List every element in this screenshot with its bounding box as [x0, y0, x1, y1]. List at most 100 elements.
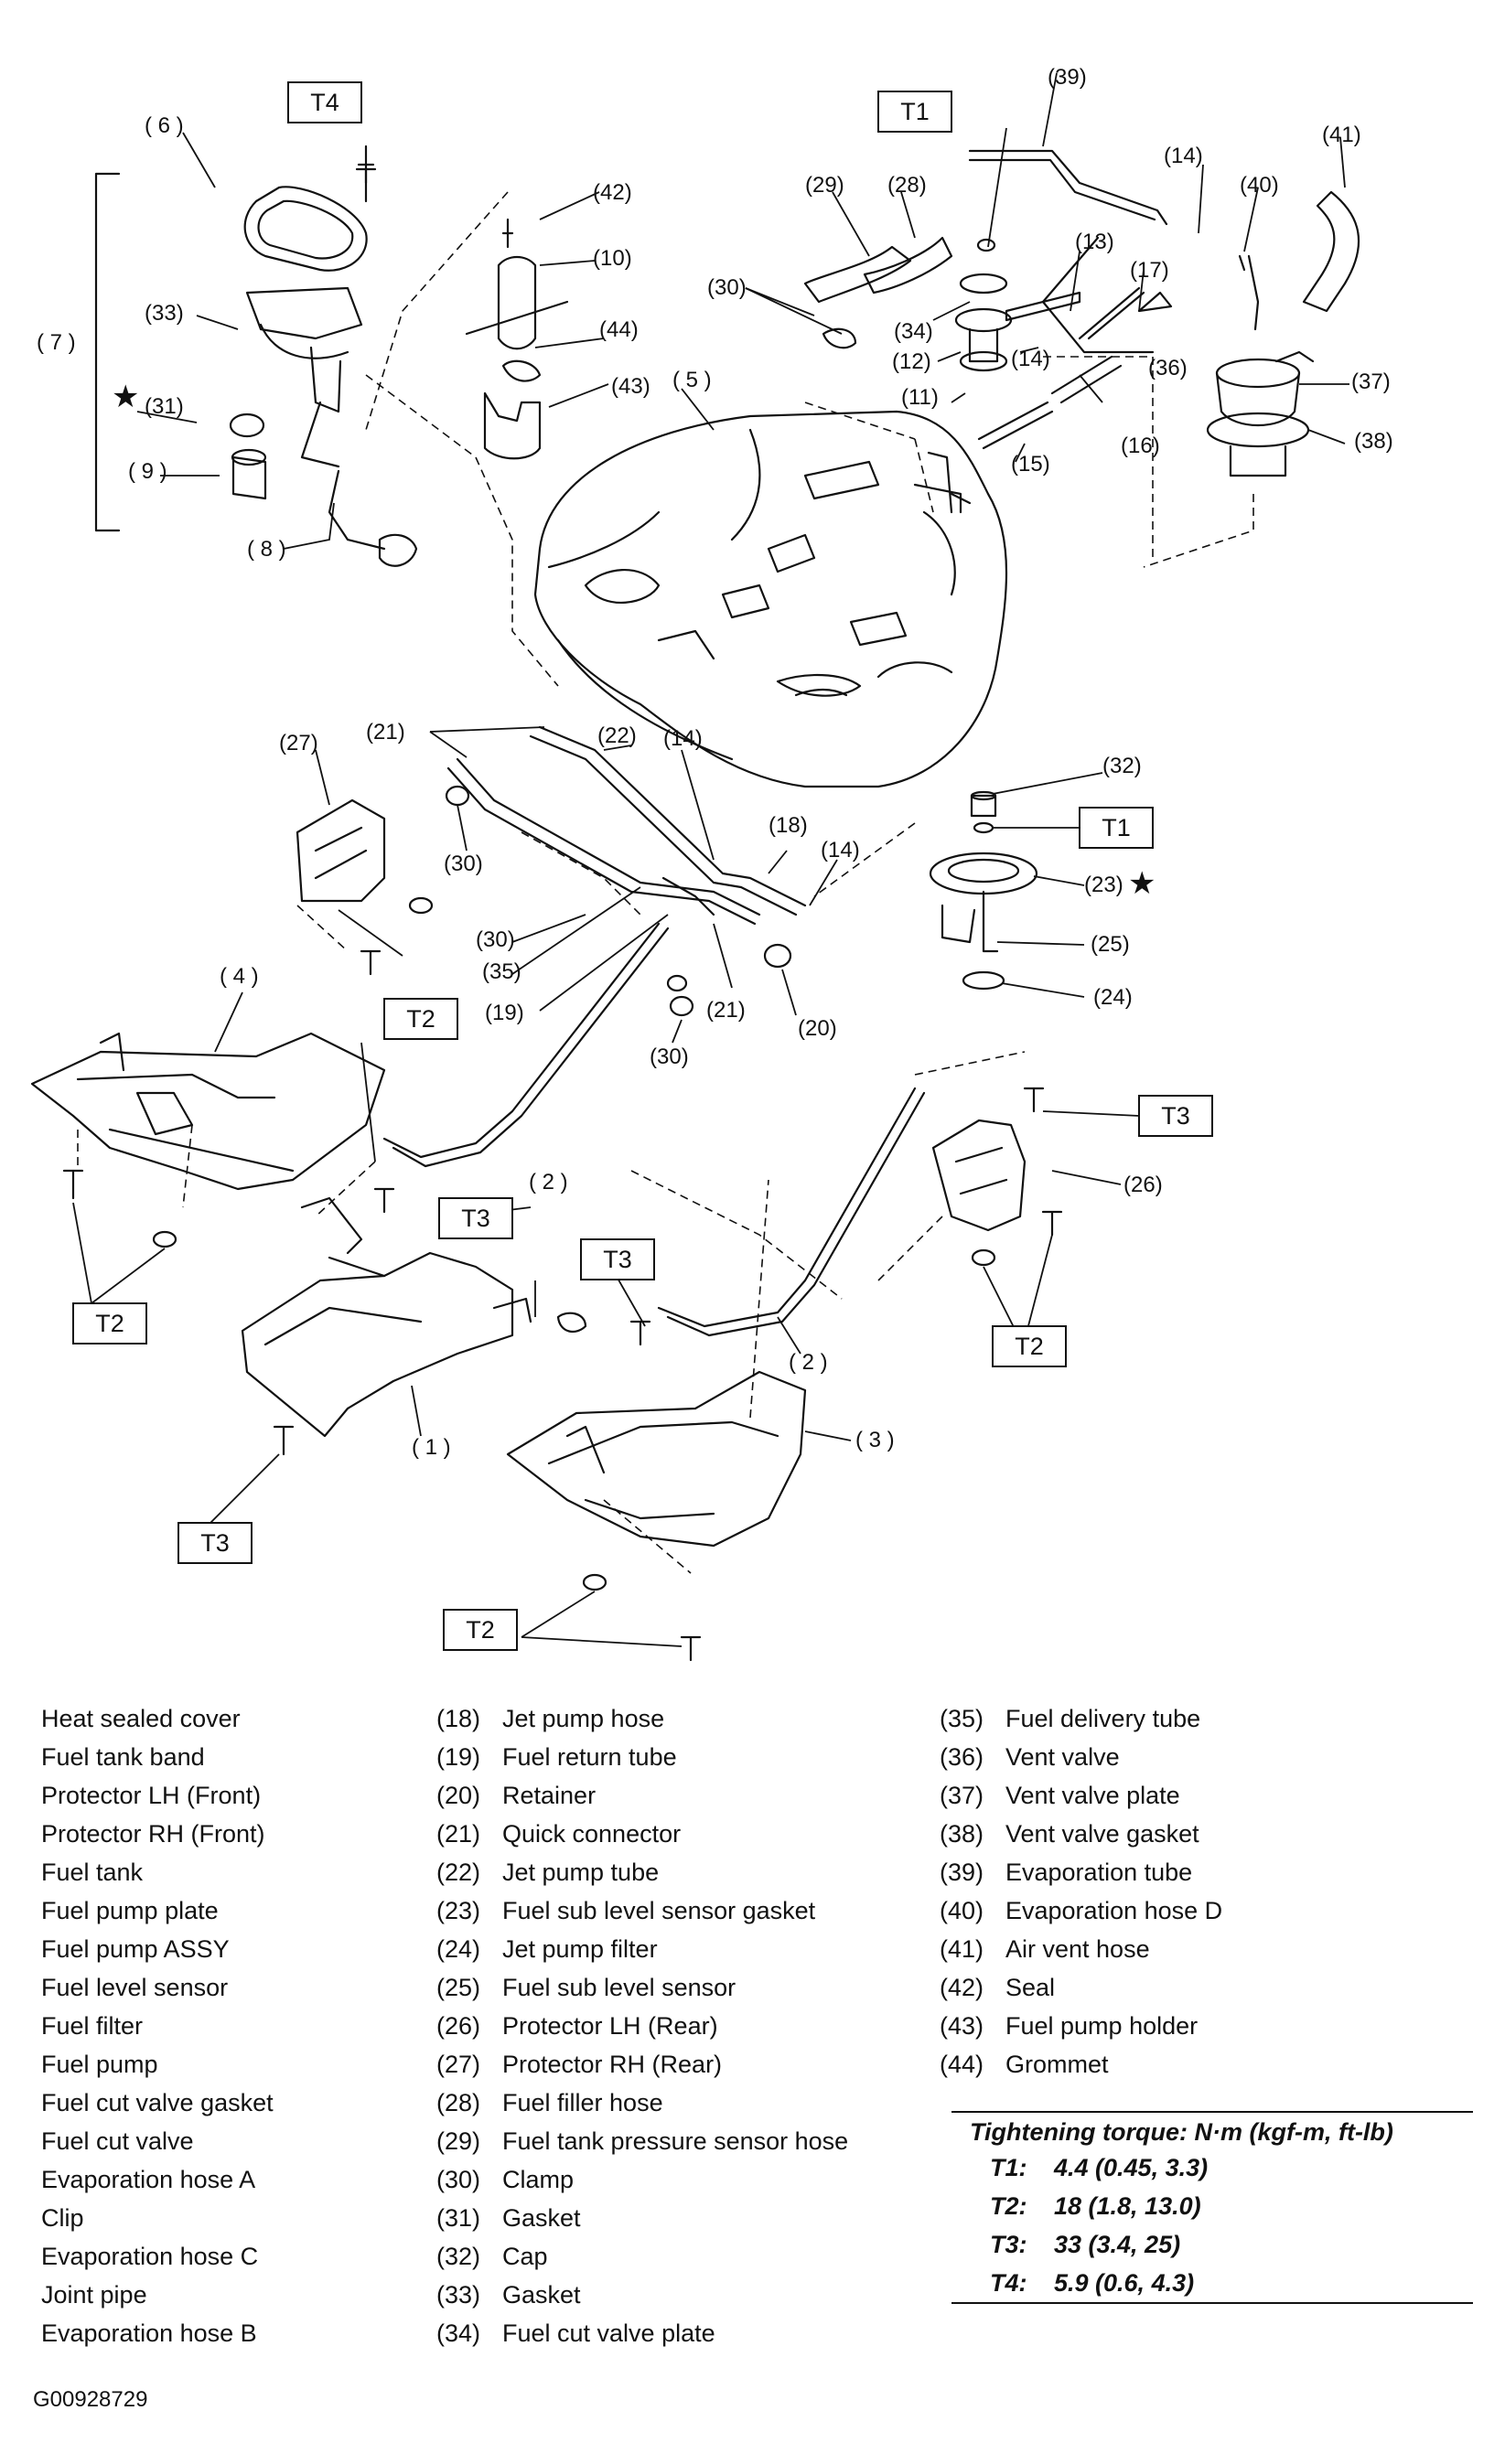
fuel-cut-valve-drawing: [803, 236, 1145, 514]
callout-label: (34): [894, 319, 933, 344]
legend-item-number: (21): [435, 1820, 480, 1848]
heat-sealed-cover-drawing: [241, 1196, 587, 1438]
legend-item-label: Evaporation tube: [1005, 1859, 1193, 1886]
svg-text:T3: T3: [1161, 1102, 1190, 1130]
callout-label: (18): [769, 813, 808, 838]
torque-tag-t2: T2: [72, 1302, 147, 1344]
torque-tag-t1: T1: [1079, 807, 1154, 849]
legend-row: (39) Evaporation tube: [915, 1853, 1222, 1891]
legend-item-label: Fuel cut valve plate: [502, 2319, 715, 2347]
callout-label: ( 1 ): [412, 1435, 451, 1460]
svg-text:T1: T1: [1102, 814, 1131, 841]
torque-value: 5.9 (0.6, 4.3): [1054, 2269, 1195, 2297]
callout-label: (19): [485, 1001, 524, 1025]
legend-row: (19)Fuel return tube: [412, 1738, 848, 1776]
legend-item-label: Fuel pump plate: [41, 1897, 219, 1924]
callout-label: (33): [145, 301, 184, 326]
legend-item-label: Joint pipe: [41, 2281, 147, 2309]
legend-item-label: Quick connector: [502, 1820, 682, 1848]
callout-label: (24): [1093, 985, 1133, 1010]
legend-item-number: (34): [435, 2319, 480, 2347]
legend-item-label: Fuel tank band: [41, 1743, 205, 1771]
legend-item-number: (36): [939, 1743, 984, 1771]
legend-row: Joint pipe: [41, 2276, 274, 2314]
callout-label: (30): [444, 852, 483, 876]
callout-label: (44): [599, 317, 639, 342]
legend-item-label: Protector LH (Rear): [502, 2012, 718, 2040]
legend-row: (44)Grommet: [915, 2045, 1222, 2084]
legend-row: Evaporation hose A: [41, 2160, 274, 2199]
callout-label: (14): [1011, 347, 1050, 371]
legend-item-label: Grommet: [1005, 2051, 1109, 2078]
legend-item-label: Evaporation hose D: [1005, 1897, 1223, 1924]
protector-lh-rear-drawing: [931, 1119, 1027, 1232]
fuel-tubes-drawing: [446, 725, 807, 926]
legend-item-label: Seal: [1005, 1974, 1056, 2001]
legend-item-number: (20): [435, 1782, 480, 1809]
svg-text:T3: T3: [461, 1205, 490, 1232]
exploded-parts-diagram: T4 T1 T1 T2 T2 T2 T2 T3 T3 T3 T3 ★ ★ ( 6…: [30, 65, 1393, 1662]
protector-rh-rear-drawing: [296, 798, 386, 903]
fuel-pump-assy-drawing: [229, 145, 418, 567]
svg-text:T4: T4: [310, 89, 339, 116]
legend-item-label: Protector LH (Front): [41, 1782, 262, 1809]
legend-item-label: Evaporation hose B: [41, 2319, 257, 2347]
torque-tag-t2: T2: [383, 998, 458, 1040]
callout-label: (32): [1102, 754, 1142, 778]
callout-label: ( 7 ): [37, 330, 76, 355]
legend-item-label: Air vent hose: [1005, 1935, 1150, 1963]
protector-rh-front-drawing: [506, 1370, 807, 1548]
legend-row: (25)Fuel sub level sensor: [412, 1968, 848, 2007]
legend-item-label: Fuel level sensor: [41, 1974, 229, 2001]
torque-key: T3:: [990, 2231, 1027, 2258]
legend-item-number: (31): [435, 2204, 480, 2232]
torque-tag-t1: T1: [877, 91, 952, 133]
svg-text:T3: T3: [603, 1246, 632, 1273]
torque-tag-t3: T3: [580, 1238, 655, 1280]
legend-item-number: (38): [939, 1820, 984, 1848]
callout-label: ( 5 ): [672, 368, 712, 392]
legend-item-label: Vent valve plate: [1005, 1782, 1180, 1809]
legend-row: (43)Fuel pump holder: [915, 2007, 1222, 2045]
legend-item-number: (39): [939, 1859, 984, 1886]
legend-row: (23)Fuel sub level sensor gasket: [412, 1891, 848, 1930]
protector-lh-front-drawing: [30, 1032, 386, 1191]
legend-item-label: Fuel cut valve gasket: [41, 2089, 274, 2116]
legend-row: (24)Jet pump filter: [412, 1930, 848, 1968]
callout-label: (29): [805, 173, 844, 198]
callout-label: (39): [1048, 65, 1087, 90]
callout-label: (27): [279, 731, 318, 755]
legend-row: (27)Protector RH (Rear): [412, 2045, 848, 2084]
torque-tag-t3: T3: [177, 1522, 253, 1564]
legend-item-number: (43): [939, 2012, 984, 2040]
group-7-bracket: [94, 172, 121, 532]
svg-text:T2: T2: [1015, 1333, 1044, 1360]
legend-item-number: (27): [435, 2051, 480, 2078]
torque-key: T2:: [990, 2192, 1027, 2220]
callout-label: (26): [1123, 1173, 1163, 1197]
callout-label: (25): [1091, 932, 1130, 957]
torque-tag-t3: T3: [1138, 1095, 1213, 1137]
callout-label: (21): [706, 998, 746, 1023]
legend-item-label: Jet pump filter: [502, 1935, 658, 1963]
legend-row: (30)Clamp: [412, 2160, 848, 2199]
callout-label: (17): [1130, 258, 1169, 283]
bolts-and-nuts-drawing: [62, 167, 1063, 1662]
legend-item-number: (22): [435, 1859, 480, 1886]
torque-tag-t2: T2: [443, 1609, 518, 1651]
legend-item-label: Cap: [502, 2243, 548, 2270]
torque-rows: T1:4.4 (0.45, 3.3)T2:18 (1.8, 13.0)T3:33…: [951, 2148, 1473, 2302]
legend-item-label: Vent valve: [1005, 1743, 1120, 1771]
legend-item-number: (32): [435, 2243, 480, 2270]
legend-row: (26)Protector LH (Rear): [412, 2007, 848, 2045]
torque-value: 33 (3.4, 25): [1054, 2231, 1181, 2258]
torque-tag-t3: T3: [438, 1197, 513, 1239]
callout-label: (23): [1084, 873, 1123, 897]
fuel-pump-drawing: [465, 218, 569, 460]
callout-label: ( 2 ): [789, 1350, 828, 1375]
legend-item-label: Jet pump tube: [502, 1859, 660, 1886]
torque-key: T4:: [990, 2269, 1027, 2297]
legend-row: (18)Jet pump hose: [412, 1699, 848, 1738]
table-bottom-rule: [951, 2302, 1473, 2304]
